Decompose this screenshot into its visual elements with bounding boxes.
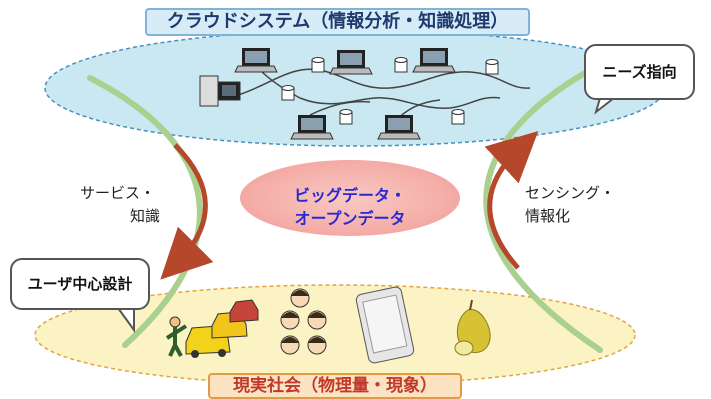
cloud-system-title: クラウドシステム（情報分析・知識処理） xyxy=(145,8,530,36)
right-green-arc xyxy=(483,67,603,353)
face-icon xyxy=(290,288,310,308)
downward-flow-arrow xyxy=(160,143,214,280)
big-data-oval xyxy=(240,160,460,236)
database-icon xyxy=(311,57,325,73)
server-icon xyxy=(199,75,241,107)
laptop-icon xyxy=(329,50,373,75)
service-label-line2: 知識 xyxy=(130,207,161,225)
upward-flow-arrow xyxy=(484,131,539,270)
database-icon xyxy=(281,85,295,101)
laptop-icon xyxy=(412,48,456,73)
laptop-icon xyxy=(234,48,278,73)
face-icon xyxy=(307,310,327,330)
real-world-title: 現実社会（物理量・現象） xyxy=(208,373,462,399)
pear-icon xyxy=(454,340,474,356)
laptop-icon xyxy=(290,115,334,140)
big-data-label-line1: ビッグデータ・ xyxy=(293,186,406,205)
user-centered-design-callout: ユーザ中心設計 xyxy=(10,258,150,310)
sensing-label-line1: センシング・ xyxy=(525,184,616,202)
taxi-icon xyxy=(229,299,259,323)
database-icon xyxy=(339,109,353,125)
service-label-line1: サービス・ xyxy=(80,184,156,202)
database-icon xyxy=(394,57,408,73)
database-icon xyxy=(451,109,465,125)
face-icon xyxy=(307,335,327,355)
database-icon xyxy=(485,59,499,75)
sensing-label-line2: 情報化 xyxy=(525,207,571,225)
face-icon xyxy=(280,310,300,330)
laptop-icon xyxy=(377,115,421,140)
needs-oriented-callout: ニーズ指向 xyxy=(584,44,695,100)
big-data-label-line2: オープンデータ xyxy=(294,209,406,228)
person-icon xyxy=(165,316,188,357)
smartphone-icon xyxy=(355,286,415,364)
left-green-arc xyxy=(87,75,203,348)
face-icon xyxy=(280,335,300,355)
